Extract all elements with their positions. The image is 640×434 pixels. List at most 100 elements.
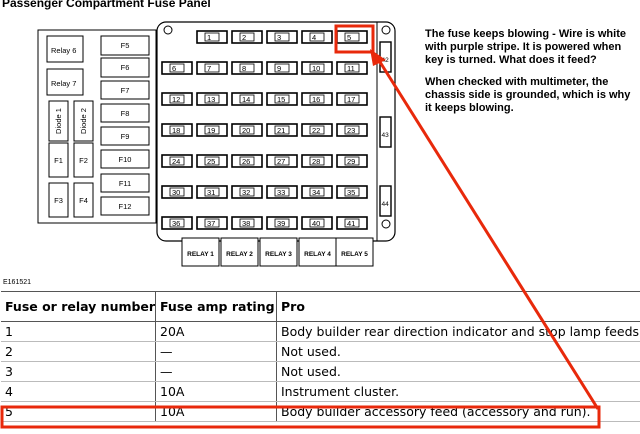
relay-7-box [46, 68, 84, 96]
fuse-window [344, 63, 360, 73]
fuse-19: 19 [196, 123, 228, 137]
fuse-window [309, 94, 325, 104]
fuse-41: 41 [336, 216, 368, 230]
fuse-number-label: 19 [207, 126, 215, 135]
fuse-number-label: 4 [312, 33, 316, 42]
cell-amp-rating: 10A [155, 381, 277, 402]
fuse-window [239, 125, 255, 135]
fuse-number-label: 32 [242, 188, 250, 197]
fuse-39: 39 [266, 216, 298, 230]
cell-description: Not used. [276, 361, 640, 382]
fuse-number-label: 7 [207, 64, 211, 73]
fuse-number-label: 24 [172, 157, 180, 166]
fuse-number-label: 40 [312, 219, 320, 228]
fuse-5: 5 [336, 30, 368, 44]
fuse-window [169, 218, 185, 228]
fuse-window [344, 187, 360, 197]
fuse-window [204, 63, 220, 73]
fuse-number-label: 36 [172, 219, 180, 228]
fuse-number-label: 1 [207, 33, 211, 42]
fuse-27: 27 [266, 154, 298, 168]
cell-fuse-number: 5 [1, 401, 156, 422]
fuse-number-label: 13 [207, 95, 215, 104]
fuse-number-label: 12 [172, 95, 180, 104]
small-fuse-box-f4 [73, 182, 94, 218]
relay-6-box [46, 35, 84, 63]
fuse-number-label: 26 [242, 157, 250, 166]
diode-1-box [48, 100, 69, 142]
side-fuse-label-43: 43 [382, 132, 390, 139]
fuse-window [204, 187, 220, 197]
fuse-window [169, 63, 185, 73]
small-fuse-label-f1: F1 [54, 156, 63, 165]
fuse-window [204, 94, 220, 104]
fuse-number-label: 20 [242, 126, 250, 135]
side-fuse-label-42: 42 [382, 57, 390, 64]
cell-description: Body builder accessory feed (accessory a… [276, 401, 640, 422]
cell-amp-rating: 20A [155, 321, 277, 342]
fuse-window [309, 187, 325, 197]
fuse-number-label: 33 [277, 188, 285, 197]
fuse-number-label: 14 [242, 95, 250, 104]
fuse-25: 25 [196, 154, 228, 168]
fuse-window [169, 125, 185, 135]
fuse-window [169, 94, 185, 104]
fuse-38: 38 [231, 216, 263, 230]
fuse-window [309, 125, 325, 135]
fuse-window [239, 187, 255, 197]
fuse-box-f10 [100, 149, 150, 169]
fuse-window [239, 94, 255, 104]
fuse-number-label: 17 [347, 95, 355, 104]
fuse-37: 37 [196, 216, 228, 230]
fuse-window [204, 156, 220, 166]
fuse-label-f9: F9 [121, 132, 130, 141]
fuse-window [239, 63, 255, 73]
fuse-18: 18 [161, 123, 193, 137]
relay-1-box [181, 237, 220, 267]
fuse-label-f8: F8 [121, 109, 130, 118]
fuse-29: 29 [336, 154, 368, 168]
table-row: 3—Not used. [1, 361, 640, 382]
cell-amp-rating: — [155, 361, 277, 382]
fuse-28: 28 [301, 154, 333, 168]
fuse-number-label: 21 [277, 126, 285, 135]
fuse-40: 40 [301, 216, 333, 230]
fuse-number-label: 18 [172, 126, 180, 135]
fuse-22: 22 [301, 123, 333, 137]
fuse-window [274, 187, 290, 197]
diode-2-label: Diode 2 [79, 108, 88, 134]
fuse-box-f9 [100, 126, 150, 146]
fuse-number-label: 10 [312, 64, 320, 73]
relay-2-label: RELAY 2 [226, 251, 253, 258]
fuse-10: 10 [301, 61, 333, 75]
cell-description: Instrument cluster. [276, 381, 640, 402]
fuse-23: 23 [336, 123, 368, 137]
cell-amp-rating: 10A [155, 401, 277, 422]
relay-2-box [220, 237, 259, 267]
mount-hole-top-left [163, 25, 173, 35]
fuse-box-f5 [100, 35, 150, 56]
fuse-window [239, 32, 255, 42]
fuse-number-label: 31 [207, 188, 215, 197]
fuse-window [309, 218, 325, 228]
fuse-window [274, 125, 290, 135]
fuse-number-label: 3 [277, 33, 281, 42]
fuse-30: 30 [161, 185, 193, 199]
fuse-35: 35 [336, 185, 368, 199]
fuse-16: 16 [301, 92, 333, 106]
figure-id: E161521 [3, 279, 32, 286]
small-fuse-label-f4: F4 [79, 196, 88, 205]
fuse-32: 32 [231, 185, 263, 199]
side-fuse-label-44: 44 [382, 201, 390, 208]
fuse-34: 34 [301, 185, 333, 199]
fuse-9: 9 [266, 61, 298, 75]
annotation-note: The fuse keeps blowing - Wire is white w… [425, 28, 635, 124]
fuse-number-label: 5 [347, 33, 351, 42]
fuse-label-f12: F12 [119, 202, 132, 211]
fuse-4: 4 [301, 30, 333, 44]
fuse-box-f7 [100, 80, 150, 100]
fuse-number-label: 34 [312, 188, 320, 197]
